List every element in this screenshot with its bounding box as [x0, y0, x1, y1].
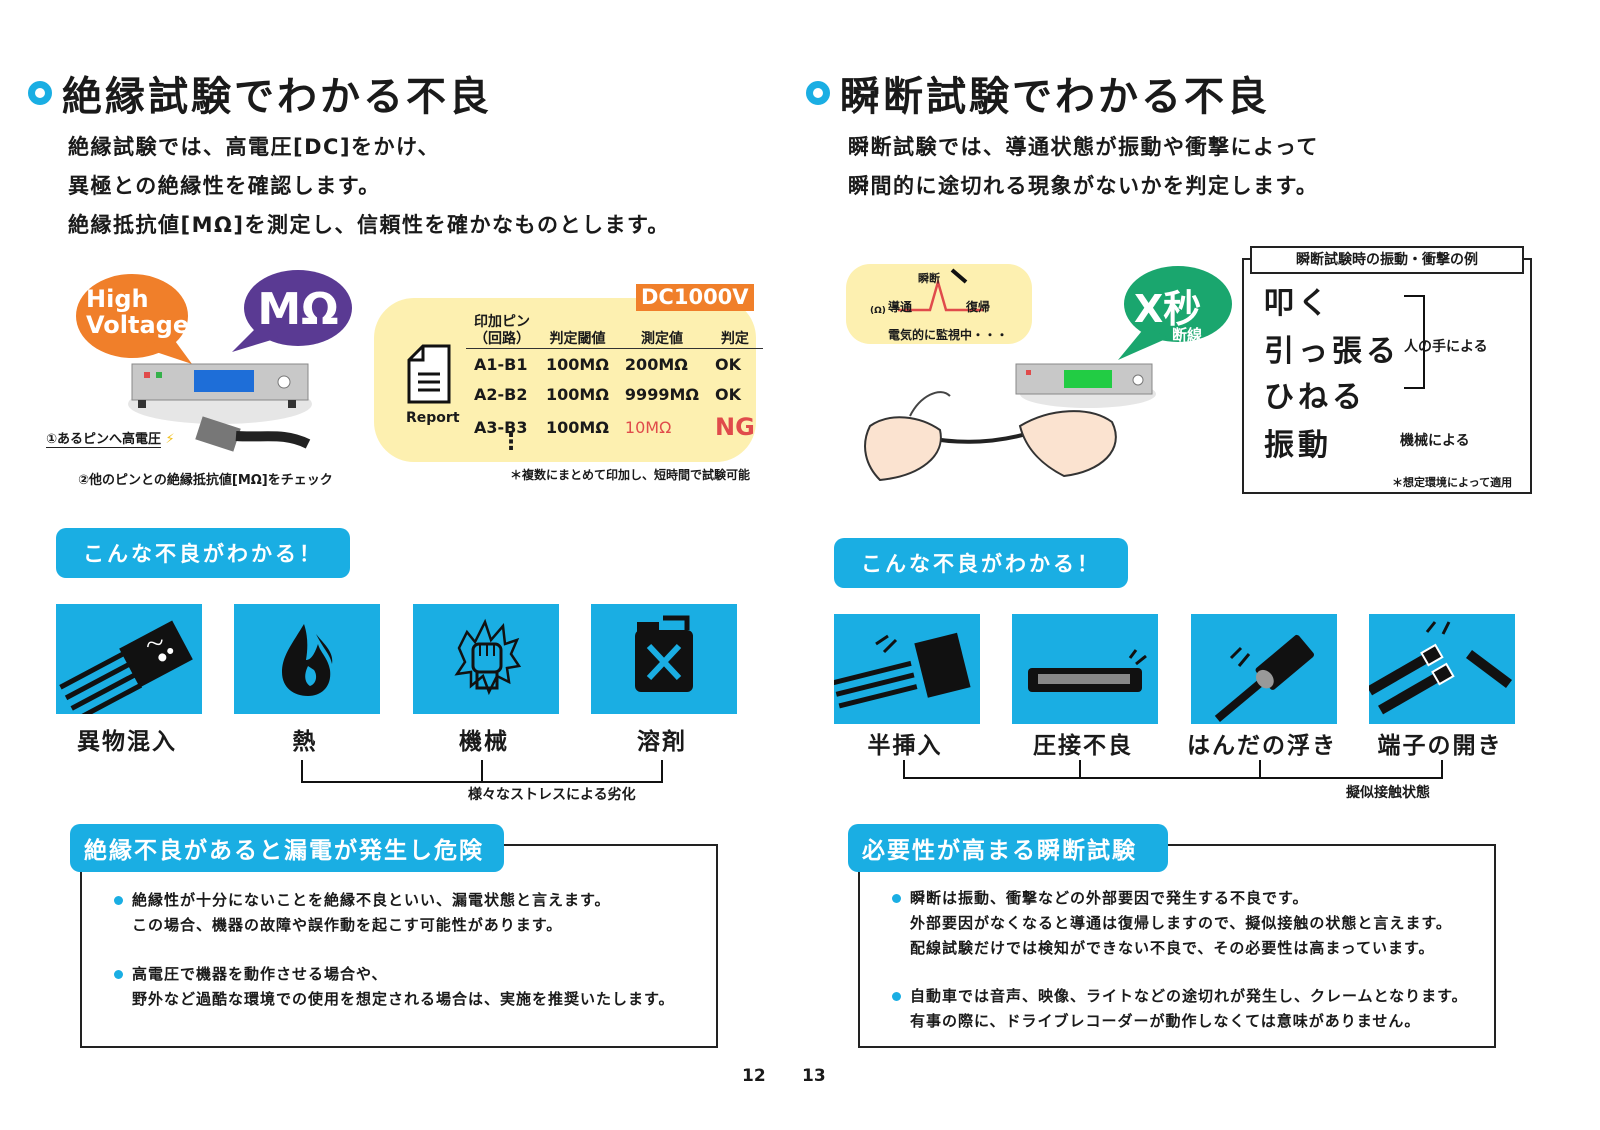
- report-icon-label: Report: [406, 410, 460, 426]
- left-intro: 絶縁試験では、高電圧[DC]をかけ、 異極との絶縁性を確認します。 絶縁抵抗値[…: [68, 135, 670, 237]
- bullet-dot: [114, 970, 123, 979]
- open-terminal-icon: [1369, 621, 1512, 715]
- right-bullet-2: 自動車では音声、映像、ライトなどの途切れが発生し、クレームとなります。 有事の際…: [910, 987, 1468, 1030]
- left-note-tab: 絶縁不良があると漏電が発生し危険: [70, 824, 504, 872]
- crimp-failure-tile: [1012, 614, 1158, 724]
- fist-impact-icon: [454, 618, 522, 696]
- right-note-box: [858, 844, 1496, 1048]
- disconnect-seconds: X秒: [1134, 287, 1202, 331]
- tile-label: 異物混入: [77, 729, 177, 755]
- high-voltage-bubble: [76, 274, 192, 364]
- right-note-tab: 必要性が高まる瞬断試験: [848, 824, 1168, 872]
- human-bracket: [1404, 295, 1425, 389]
- left-section-title: 絶縁試験でわかる不良: [28, 64, 492, 122]
- disconnect-label: 断線: [1172, 326, 1203, 344]
- mechanical-tile: [413, 604, 559, 714]
- circle-bullet-icon: [28, 81, 52, 105]
- heat-tile: [234, 604, 380, 714]
- half-insertion-tile: [834, 614, 980, 724]
- examples-note: ＊想定環境によって適用: [1392, 476, 1513, 489]
- left-defects-pill: こんな不良がわかる！: [56, 528, 350, 578]
- tester-device-illustration: [128, 363, 312, 452]
- monitor-recover-label: 復帰: [966, 300, 991, 314]
- disconnect-bubble: [1118, 266, 1232, 360]
- tile-label: 溶剤: [637, 729, 687, 755]
- report-document-icon: [407, 344, 451, 404]
- right-bullet-1: 瞬断は振動、衝撃などの外部要因で発生する不良です。 外部要因がなくなると導通は復…: [910, 889, 1452, 957]
- by-machine-label: 機械による: [1400, 433, 1470, 449]
- monitor-conduct-label: 導通: [888, 300, 913, 314]
- monitor-omega-label: (Ω): [870, 306, 886, 316]
- left-bullet-2: 高電圧で機器を動作させる場合や、 野外など過酷な環境での使用を想定される場合は、…: [132, 965, 675, 1008]
- report-table: 印加ピン （回路） 判定閾値 測定値 判定 A1-B1 100MΩ 200MΩ …: [466, 314, 763, 445]
- flame-icon: [282, 624, 333, 696]
- page-number-right: 13: [802, 1066, 826, 1086]
- tile-label: はんだの浮き: [1187, 733, 1337, 759]
- bullet-dot: [892, 992, 901, 1001]
- right-contact-bracket: [903, 760, 1443, 779]
- right-bracket-label: 擬似接触状態: [1346, 785, 1430, 801]
- connector-contamination-icon: [59, 620, 193, 714]
- solder-joint-icon: [1214, 634, 1315, 723]
- tile-label: 端子の開き: [1377, 733, 1503, 759]
- monitor-bubble: [846, 264, 1032, 344]
- waveform-icon: [898, 268, 984, 312]
- tile-label: 熱: [292, 729, 318, 755]
- monitor-caption: 電気的に監視中・・・: [888, 328, 1009, 342]
- left-stress-bracket: [301, 760, 663, 783]
- half-inserted-connector-icon: [834, 632, 971, 709]
- example-tap: 叩く: [1264, 286, 1332, 321]
- mohm-label: MΩ: [257, 284, 339, 335]
- bullet-dot: [114, 896, 123, 905]
- mohm-bubble: [232, 270, 352, 352]
- dc-voltage-badge: DC1000V: [636, 284, 754, 311]
- monitor-spike-label: 瞬断: [918, 272, 940, 285]
- foreign-matter-tile: [56, 604, 202, 714]
- table-row: A3-B3 100MΩ 10MΩ NG: [474, 413, 755, 441]
- harness-hands-illustration: [864, 363, 1156, 482]
- crimp-terminal-icon: [1028, 649, 1147, 692]
- page-number-left: 12: [742, 1066, 766, 1086]
- right-intro: 瞬断試験では、導通状態が振動や衝撃によって 瞬間的に途切れる現象がないかを判定し…: [848, 135, 1319, 198]
- table-row: A2-B2 100MΩ 9999MΩ OK: [474, 384, 741, 404]
- right-defects-pill: こんな不良がわかる！: [834, 538, 1128, 588]
- tile-label: 圧接不良: [1033, 733, 1133, 759]
- left-bullet-1: 絶縁性が十分にないことを絶縁不良といい、漏電状態と言えます。 この場合、機器の故…: [132, 891, 611, 934]
- report-note: ＊複数にまとめて印加し、短時間で試験可能: [510, 468, 751, 482]
- circle-bullet-icon: [806, 81, 830, 105]
- lightning-icon: ⚡: [165, 432, 175, 447]
- bullet-dot: [892, 894, 901, 903]
- high-voltage-label: High Voltage: [86, 285, 190, 339]
- step2-text: ②他のピンとの絶縁抵抗値[MΩ]をチェック: [78, 473, 333, 488]
- jerrycan-icon: [635, 615, 693, 692]
- right-section-title: 瞬断試験でわかる不良: [806, 64, 1270, 122]
- table-row: A1-B1 100MΩ 200MΩ OK: [474, 354, 741, 374]
- left-bracket-label: 様々なストレスによる劣化: [468, 787, 636, 803]
- tile-label: 半挿入: [867, 733, 943, 759]
- example-twist: ひねる: [1264, 380, 1366, 415]
- step1-text: ①あるピンへ高電圧 ⚡: [46, 432, 175, 448]
- report-table-header: 印加ピン （回路） 判定閾値 測定値 判定: [466, 314, 763, 349]
- by-hand-label: 人の手による: [1404, 339, 1488, 355]
- example-vibration: 振動: [1264, 428, 1332, 463]
- left-note-box: [80, 844, 718, 1048]
- examples-heading: 瞬断試験時の振動・衝撃の例: [1250, 246, 1524, 274]
- solvent-tile: [591, 604, 737, 714]
- terminal-open-tile: [1369, 614, 1515, 724]
- solder-float-tile: [1191, 614, 1337, 724]
- more-rows-indicator: ⋮: [500, 430, 522, 455]
- example-pull: 引っ張る: [1264, 334, 1400, 369]
- tile-label: 機械: [459, 729, 509, 755]
